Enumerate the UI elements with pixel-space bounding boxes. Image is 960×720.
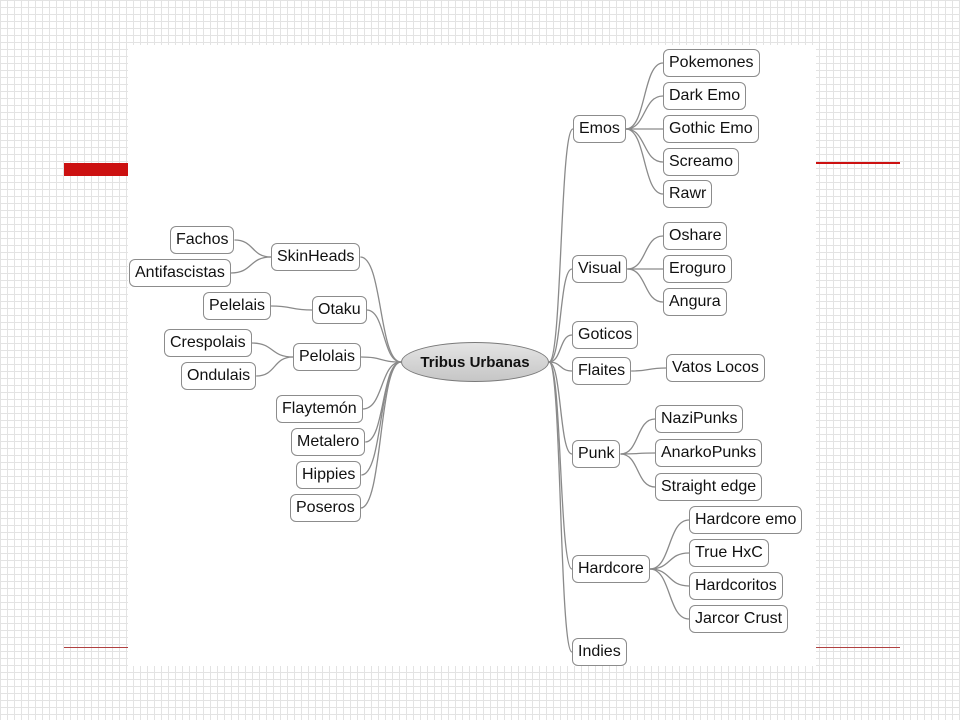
node-true-hxc: True HxC bbox=[689, 539, 769, 567]
node-crespolais: Crespolais bbox=[164, 329, 252, 357]
connector-line bbox=[625, 128, 664, 163]
connector-line bbox=[271, 305, 313, 311]
connector-line bbox=[627, 235, 664, 270]
node-nazipunks: NaziPunks bbox=[655, 405, 744, 433]
bottom-divider-line bbox=[64, 647, 134, 648]
connector-line bbox=[625, 128, 664, 195]
node-screamo: Screamo bbox=[663, 148, 740, 176]
node-flaytemon: Flaytemón bbox=[276, 395, 363, 423]
red-accent-bar bbox=[64, 163, 136, 176]
node-pokemones: Pokemones bbox=[663, 49, 760, 77]
node-oshare: Oshare bbox=[663, 222, 728, 250]
connector-line bbox=[251, 342, 294, 358]
node-ondulais: Ondulais bbox=[181, 362, 257, 390]
connector-line bbox=[548, 361, 573, 455]
connector-line bbox=[362, 361, 402, 410]
node-dark-emo: Dark Emo bbox=[663, 82, 747, 110]
connector-line bbox=[625, 95, 664, 130]
node-skinheads: SkinHeads bbox=[271, 243, 361, 271]
node-gothic-emo: Gothic Emo bbox=[663, 115, 759, 143]
connector-line bbox=[649, 552, 690, 570]
node-angura: Angura bbox=[663, 288, 727, 316]
node-straight-edge: Straight edge bbox=[655, 473, 763, 501]
connector-line bbox=[649, 568, 690, 620]
node-visual: Visual bbox=[572, 255, 628, 283]
connector-line bbox=[365, 361, 402, 443]
connector-line bbox=[361, 361, 402, 476]
connector-line bbox=[625, 62, 664, 130]
node-hardcore: Hardcore bbox=[572, 555, 650, 583]
node-eroguro: Eroguro bbox=[663, 255, 732, 283]
node-indies: Indies bbox=[572, 638, 627, 666]
connector-line bbox=[256, 356, 294, 377]
node-hippies: Hippies bbox=[296, 461, 362, 489]
connector-line bbox=[631, 367, 667, 372]
connector-line bbox=[627, 268, 664, 303]
connector-line bbox=[548, 361, 573, 653]
connector-line bbox=[649, 519, 690, 570]
connector-line bbox=[361, 356, 402, 363]
node-pelelais: Pelelais bbox=[203, 292, 272, 320]
node-jarcor-crust: Jarcor Crust bbox=[689, 605, 789, 633]
connector-line bbox=[548, 128, 574, 363]
node-fachos: Fachos bbox=[170, 226, 235, 254]
mind-map-connectors bbox=[230, 62, 690, 653]
node-goticos: Goticos bbox=[572, 321, 639, 349]
connector-line bbox=[360, 361, 402, 509]
bottom-divider-line bbox=[815, 647, 900, 648]
node-punk: Punk bbox=[572, 440, 621, 468]
connector-line bbox=[548, 334, 573, 363]
node-otaku: Otaku bbox=[312, 296, 367, 324]
node-poseros: Poseros bbox=[290, 494, 361, 522]
connector-line bbox=[620, 418, 656, 455]
connector-line bbox=[360, 256, 402, 363]
node-vatos-locos: Vatos Locos bbox=[666, 354, 765, 382]
connector-line bbox=[548, 361, 573, 372]
node-emos: Emos bbox=[573, 115, 626, 143]
mind-map: Tribus Urbanas SkinHeads Fachos Antifasc… bbox=[128, 45, 816, 666]
node-flaites: Flaites bbox=[572, 357, 632, 385]
root-node: Tribus Urbanas bbox=[401, 342, 549, 382]
node-antifascistas: Antifascistas bbox=[129, 259, 231, 287]
node-anarkopunks: AnarkoPunks bbox=[655, 439, 763, 467]
connector-line bbox=[548, 268, 573, 363]
connector-line bbox=[548, 361, 573, 570]
node-hardcoritos: Hardcoritos bbox=[689, 572, 783, 600]
connector-line bbox=[620, 453, 656, 488]
node-rawr: Rawr bbox=[663, 180, 713, 208]
connector-line bbox=[649, 568, 690, 587]
connector-line bbox=[366, 309, 402, 363]
red-divider-line bbox=[815, 162, 900, 164]
connector-line bbox=[230, 256, 272, 274]
node-metalero: Metalero bbox=[291, 428, 366, 456]
node-hardcore-emo: Hardcore emo bbox=[689, 506, 803, 534]
connector-line bbox=[234, 239, 272, 258]
node-pelolais: Pelolais bbox=[293, 343, 362, 371]
